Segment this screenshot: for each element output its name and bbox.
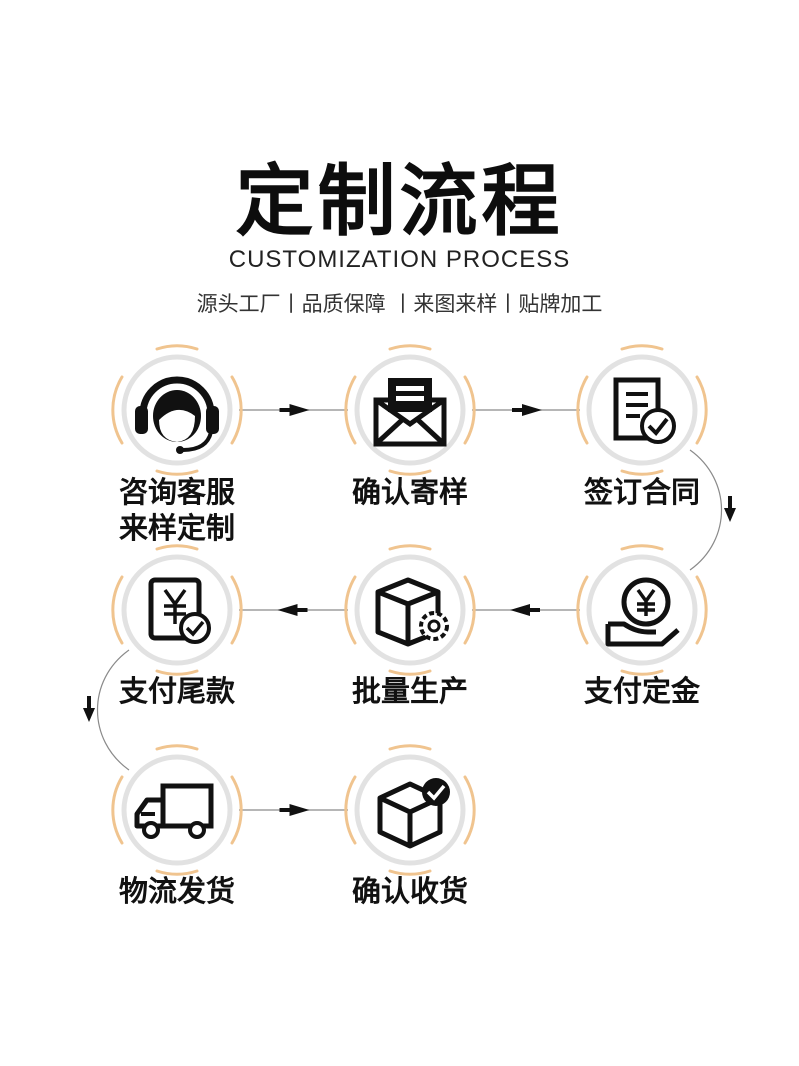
accent-arc	[620, 344, 664, 351]
step-label-line: 咨询客服	[118, 475, 235, 509]
step-node	[344, 544, 476, 676]
tagline: 源头工厂丨品质保障 丨来图来样丨贴牌加工	[196, 292, 603, 316]
accent-arc	[695, 575, 708, 645]
accent-arc	[111, 775, 124, 845]
accent-arc	[230, 575, 243, 645]
step-node	[111, 744, 243, 876]
accent-arc	[388, 744, 432, 751]
page-title: 定制流程	[235, 157, 564, 247]
arrow-icon	[510, 604, 540, 616]
accent-arc	[230, 775, 243, 845]
accent-arc	[388, 869, 432, 876]
accent-arc	[155, 469, 199, 476]
accent-arc	[388, 669, 432, 676]
step-label: 支付定金	[522, 673, 762, 709]
accent-arc	[111, 375, 124, 445]
step-label-line: 批量生产	[351, 674, 468, 708]
step-label: 咨询客服来样定制	[57, 474, 297, 546]
icon-circle	[586, 354, 698, 466]
accent-arc	[463, 775, 476, 845]
arrow-icon	[277, 604, 308, 616]
step-node	[344, 744, 476, 876]
accent-arc	[388, 544, 432, 551]
step-label: 支付尾款	[57, 673, 297, 709]
accent-arc	[620, 469, 664, 476]
arrow-icon	[512, 404, 542, 416]
step-node	[344, 344, 476, 476]
step-label-line: 支付尾款	[118, 674, 235, 708]
accent-arc	[463, 575, 476, 645]
connector-curve	[689, 449, 722, 571]
accent-arc	[155, 669, 199, 676]
accent-arc	[155, 744, 199, 751]
arrow-icon	[279, 404, 310, 416]
icon-circle	[121, 554, 233, 666]
step-label-line: 支付定金	[583, 674, 700, 708]
connector-lines	[83, 404, 736, 816]
step-label: 签订合同	[522, 474, 762, 510]
accent-arc	[155, 344, 199, 351]
accent-arc	[344, 375, 357, 445]
accent-arc	[388, 469, 432, 476]
accent-arc	[344, 575, 357, 645]
step-label: 批量生产	[290, 673, 530, 709]
accent-arc	[155, 869, 199, 876]
arrow-down-icon	[83, 696, 95, 722]
arrow-down-icon	[724, 496, 736, 522]
step-node	[576, 344, 708, 476]
accent-arc	[344, 775, 357, 845]
step-node	[111, 344, 243, 476]
accent-arc	[155, 544, 199, 551]
step-label-line: 确认寄样	[351, 475, 468, 509]
step-label-line: 确认收货	[351, 874, 468, 908]
step-label: 确认收货	[290, 873, 530, 909]
page-subtitle: CUSTOMIZATION PROCESS	[228, 246, 571, 273]
accent-arc	[695, 375, 708, 445]
connector-curve	[97, 649, 130, 771]
accent-arc	[620, 669, 664, 676]
step-label-line: 来样定制	[118, 511, 235, 545]
arrow-icon	[279, 804, 310, 816]
accent-arc	[576, 575, 589, 645]
accent-arc	[620, 544, 664, 551]
step-label: 确认寄样	[290, 474, 530, 510]
step-node	[111, 544, 243, 676]
step-label-line: 物流发货	[118, 874, 235, 908]
step-node	[576, 544, 708, 676]
accent-arc	[576, 375, 589, 445]
accent-arc	[463, 375, 476, 445]
accent-arc	[111, 575, 124, 645]
accent-arc	[388, 344, 432, 351]
step-label: 物流发货	[57, 873, 297, 909]
step-label-line: 签订合同	[583, 475, 700, 509]
accent-arc	[230, 375, 243, 445]
